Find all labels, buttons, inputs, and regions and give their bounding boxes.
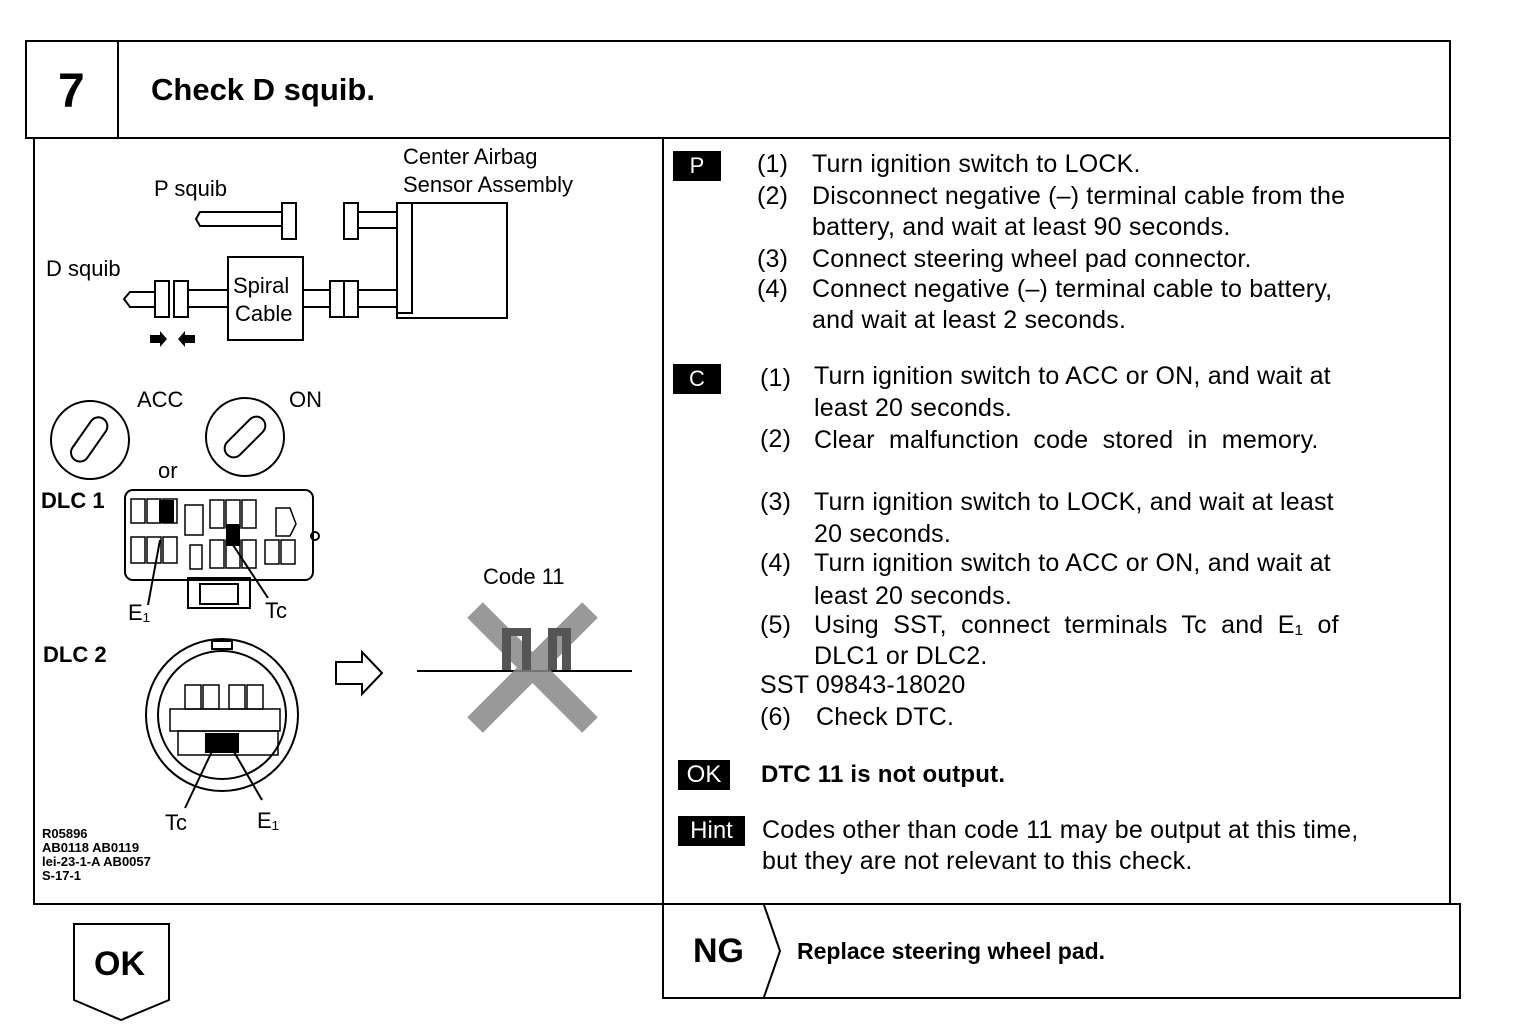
step-line: 20 seconds. [814,520,952,548]
step-num: (1) [757,150,789,178]
step-line: Connect steering wheel pad connector. [812,245,1252,273]
hint-badge: Hint [678,816,745,846]
hint-line: but they are not relevant to this check. [762,847,1193,875]
ng-result-text: Replace steering wheel pad. [797,938,1106,964]
figure-refs: R05896 AB0118 AB0119 lei-23-1-A AB0057 S… [42,826,151,883]
c-badge: C [673,364,721,394]
center-airbag-label-2: Sensor Assembly [403,172,573,197]
step-line: Using SST, connect terminals Tc and E₁ o… [814,611,1339,639]
step-line: battery, and wait at least 90 seconds. [812,213,1231,241]
spiral-cable-label-1: Spiral [233,273,290,298]
on-label: ON [289,387,322,412]
step-number-divider [117,40,119,139]
ng-divider [763,904,782,998]
step-line: Turn ignition switch to LOCK. [812,150,1141,178]
ok-badge: OK [678,760,730,790]
step-num: (1) [760,364,792,392]
ng-result-box [662,903,1461,999]
push-arrow-icon [178,331,195,347]
or-label: or [158,458,178,483]
ng-label: NG [693,932,744,970]
page-title: Check D squib. [151,72,375,107]
step-line: DLC1 or DLC2. [814,642,988,670]
code11-crossed-out [467,602,598,733]
code11-label: Code 11 [483,564,565,589]
step-num: (5) [760,611,792,639]
ok-result-text: DTC 11 is not output. [761,761,1006,788]
p-squib-connector [194,211,283,227]
step-line: Clear malfunction code stored in memory. [814,426,1319,454]
d-squib-label: D squib [46,256,121,281]
hint-line: Codes other than code 11 may be output a… [762,816,1359,844]
step-line: Disconnect negative (–) terminal cable f… [812,182,1346,210]
dlc2-label: DLC 2 [43,642,107,667]
center-airbag-label-1: Center Airbag [403,144,538,169]
p-squib-label: P squib [154,176,227,201]
spiral-cable-label-2: Cable [235,301,293,326]
sensor-assembly-box [396,202,508,319]
step-num: (2) [757,182,789,210]
step-number: 7 [58,65,85,118]
step-num: (4) [757,275,789,303]
p-squib-sensor-plug [343,202,359,240]
acc-label: ACC [137,387,184,412]
p-badge: P [673,151,721,181]
e1-bottom-label: E₁ [257,808,280,833]
dlc1-connector [124,489,314,581]
step-num: (3) [760,488,792,516]
d-squib-connector [122,291,156,308]
step-line: Turn ignition switch to LOCK, and wait a… [814,488,1334,516]
arrow-right-icon [335,649,384,697]
step-num: (2) [760,425,792,453]
push-arrow-icon [150,331,167,347]
sst-number: SST 09843-18020 [760,671,966,699]
ok-result-box [73,923,170,1022]
step-line: and wait at least 2 seconds. [812,306,1127,334]
step-num: (4) [760,549,792,577]
sensor-connector-bar [396,202,413,314]
e1-top-label: E₁ [128,600,151,625]
step-line: Check DTC. [816,703,955,731]
step-line: least 20 seconds. [814,394,1012,422]
dlc2-connector [145,638,299,792]
tc-bottom-label: Tc [165,810,187,835]
spiral-cable-box [227,256,304,341]
step-line: Turn ignition switch to ACC or ON, and w… [814,549,1331,577]
step-line: least 20 seconds. [814,582,1012,610]
wiring-diagram [50,202,632,809]
acc-switch [50,400,130,480]
on-switch [205,397,285,477]
dlc1-label: DLC 1 [41,488,105,513]
step-num: (3) [757,245,789,273]
ok-result-label: OK [94,945,145,983]
step-line: Connect negative (–) terminal cable to b… [812,275,1333,303]
step-num: (6) [760,703,792,731]
step-line: Turn ignition switch to ACC or ON, and w… [814,362,1331,390]
tc-top-label: Tc [265,598,287,623]
